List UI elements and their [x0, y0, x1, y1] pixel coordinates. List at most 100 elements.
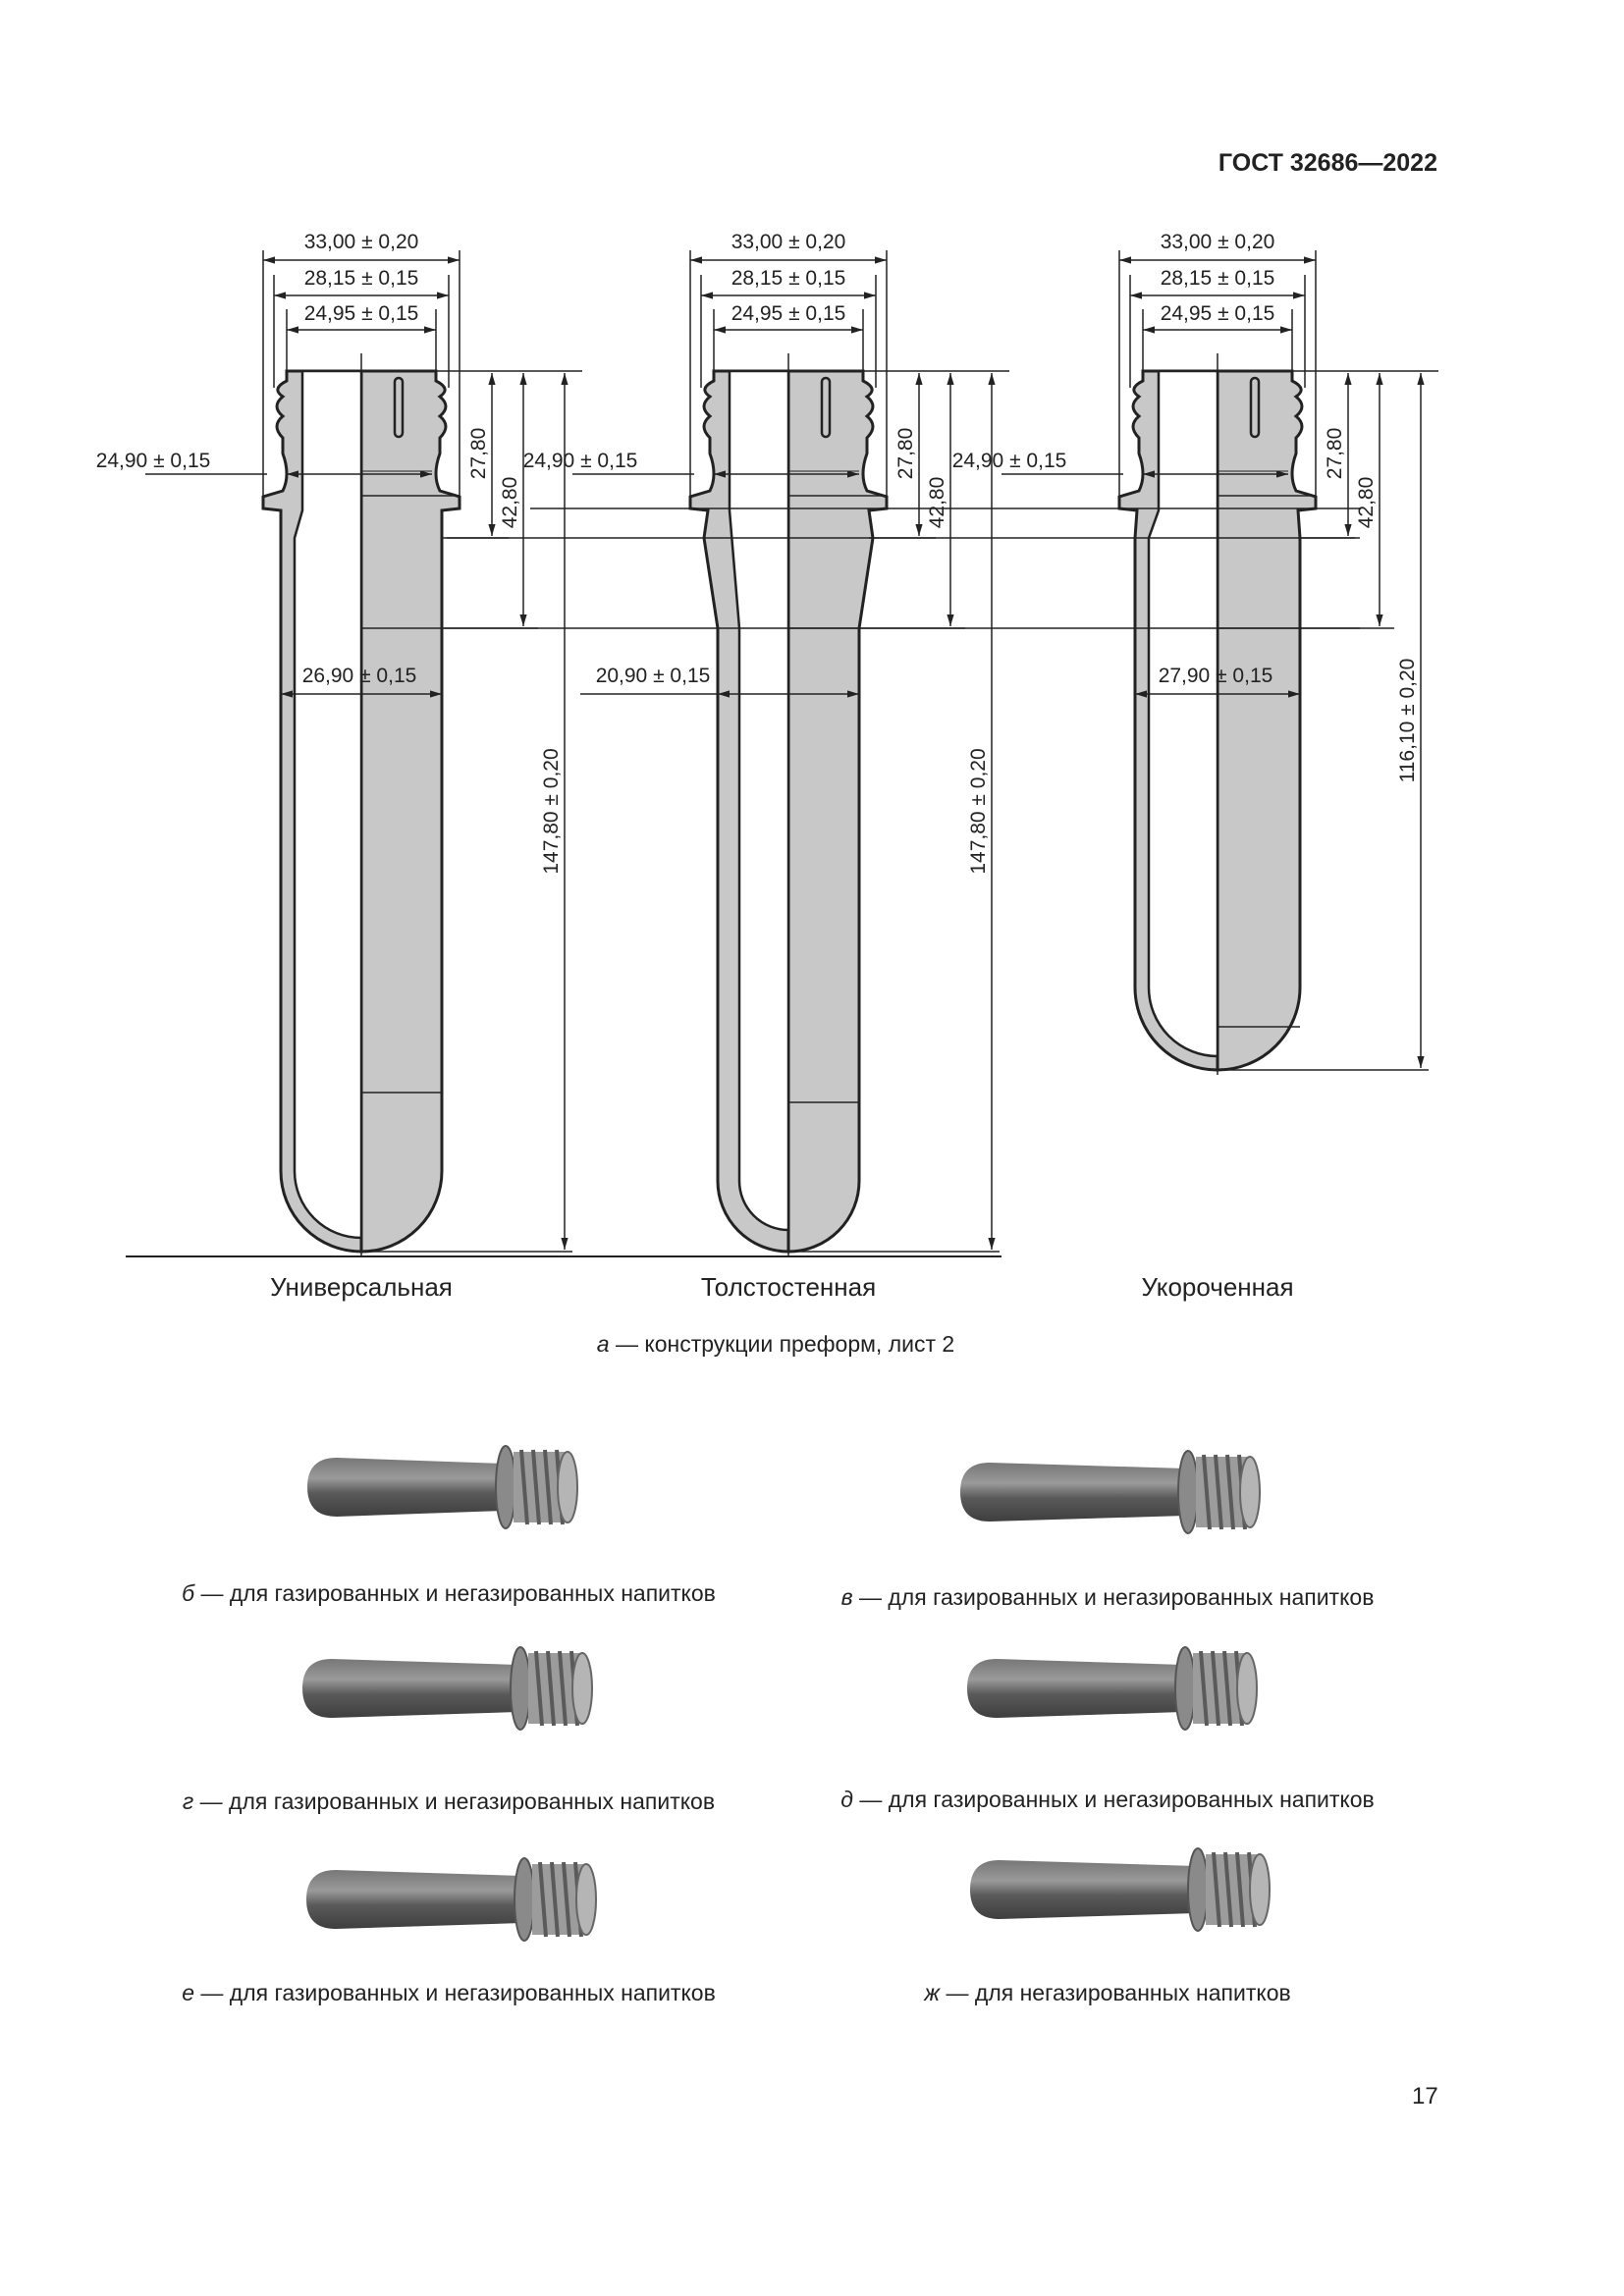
dim-body-label: 27,90 ± 0,15 [1159, 665, 1273, 687]
dim-neck-label: 24,90 ± 0,15 [952, 450, 1067, 472]
dim-total-label: 147,80 ± 0,20 [540, 748, 563, 874]
opening-photo [571, 1652, 593, 1725]
caption-letter: ж [924, 1980, 941, 2005]
preform-body-photo [960, 1463, 1186, 1522]
caption-letter: а [596, 1331, 610, 1357]
page-number: 17 [1412, 2083, 1438, 2109]
preform-0 [261, 369, 461, 1254]
support-ring-photo [1174, 1646, 1196, 1731]
caption-text: — для газированных и негазированных напи… [852, 1584, 1375, 1610]
thread-photo [1202, 1454, 1212, 1530]
support-ring-photo [1187, 1847, 1209, 1932]
preform-label-universal: Универсальная [270, 1272, 453, 1302]
photo-d [967, 1646, 1258, 1731]
thread-photo [558, 1650, 568, 1727]
preform-body-photo [307, 1458, 504, 1517]
dim-h2-label: 42,80 [1355, 477, 1378, 529]
thread-photo [1223, 1851, 1233, 1928]
preform-label-thick: Толстостенная [700, 1272, 877, 1302]
caption-text: — для газированных и негазированных напи… [193, 1789, 716, 1814]
support-ring-photo [514, 1857, 535, 1942]
thread-photo [538, 1861, 548, 1938]
thread-vent-slot [820, 376, 832, 439]
dim-h1-label: 27,80 [467, 428, 490, 480]
preform-body-photo [306, 1870, 522, 1929]
preform-2 [1117, 369, 1318, 1072]
preform-outside-view [1216, 369, 1318, 1072]
preform-outside-view [786, 369, 889, 1254]
opening-photo [1249, 1853, 1271, 1926]
caption-letter: г [182, 1789, 194, 1814]
preform-cavity [1147, 369, 1219, 1058]
dim-h1-label: 27,80 [894, 428, 917, 480]
thread-photo [1199, 1650, 1209, 1727]
photo-g [302, 1646, 593, 1731]
dim-thread-label: 28,15 ± 0,15 [1161, 267, 1275, 290]
caption-letter: б [182, 1580, 195, 1606]
opening-photo [1236, 1652, 1258, 1725]
support-ring-photo [510, 1646, 531, 1731]
dim-ring-label: 33,00 ± 0,20 [1161, 231, 1275, 253]
photo-caption-v: в — для газированных и негазированных на… [841, 1584, 1375, 1611]
document-header: ГОСТ 32686—2022 [1218, 149, 1437, 177]
caption-text: — для газированных и негазированных напи… [852, 1787, 1375, 1812]
caption-letter: е [182, 1980, 194, 2005]
dim-h2-label: 42,80 [499, 477, 521, 529]
photo-caption-d: д — для газированных и негазированных на… [840, 1787, 1375, 1813]
dim-h1-label: 27,80 [1324, 428, 1346, 480]
preform-1 [688, 369, 889, 1254]
support-ring-photo [1177, 1450, 1199, 1534]
dim-ring-label: 33,00 ± 0,20 [304, 231, 419, 253]
dim-top-label: 24,95 ± 0,15 [304, 302, 419, 325]
photo-caption-e: е — для газированных и негазированных на… [182, 1980, 716, 2006]
caption-text: — для негазированных напитков [940, 1980, 1291, 2005]
photo-b [307, 1445, 578, 1529]
support-ring-photo [495, 1445, 516, 1529]
opening-photo [557, 1451, 578, 1523]
dim-body-label: 20,90 ± 0,15 [596, 665, 711, 687]
caption-text: — конструкции преформ, лист 2 [609, 1331, 955, 1357]
thread-photo [1225, 1454, 1235, 1530]
preform-cavity [293, 369, 363, 1240]
caption-text: — для газированных и негазированных напи… [194, 1980, 716, 2005]
dim-top-label: 24,95 ± 0,15 [1161, 302, 1275, 325]
thread-photo [1212, 1851, 1221, 1928]
thread-photo [1235, 1851, 1245, 1928]
thread-photo [550, 1861, 560, 1938]
preform-body-photo [302, 1659, 518, 1718]
photo-v [960, 1450, 1261, 1534]
dim-total-label: 147,80 ± 0,20 [967, 748, 990, 874]
dim-top-label: 24,95 ± 0,15 [731, 302, 846, 325]
thread-photo [531, 1449, 541, 1525]
preform-cavity [728, 369, 790, 1232]
dim-neck-label: 24,90 ± 0,15 [523, 450, 638, 472]
photo-zh [970, 1847, 1271, 1932]
photo-caption-b: б — для газированных и негазированных на… [182, 1580, 716, 1607]
thread-photo [546, 1650, 556, 1727]
thread-photo [519, 1449, 529, 1525]
dim-ring-label: 33,00 ± 0,20 [731, 231, 846, 253]
dim-thread-label: 28,15 ± 0,15 [731, 267, 846, 290]
caption-letter: д [840, 1787, 853, 1812]
thread-photo [1211, 1650, 1220, 1727]
dim-body-label: 26,90 ± 0,15 [302, 665, 417, 687]
photo-e [306, 1857, 597, 1942]
preform-outside-view [359, 369, 461, 1254]
dim-neck-label: 24,90 ± 0,15 [96, 450, 211, 472]
caption-text: — для газированных и негазированных напи… [194, 1580, 716, 1606]
photo-caption-zh: ж — для негазированных напитков [924, 1980, 1290, 2006]
dim-h2-label: 42,80 [926, 477, 948, 529]
thread-photo [543, 1449, 553, 1525]
thread-vent-slot [393, 376, 405, 439]
caption-letter: в [840, 1584, 853, 1610]
dim-thread-label: 28,15 ± 0,15 [304, 267, 419, 290]
preform-label-short: Укороченная [1141, 1272, 1294, 1302]
photo-caption-g: г — для газированных и негазированных на… [183, 1789, 715, 1815]
preform-body-photo [967, 1659, 1183, 1718]
dim-total-label: 116,10 ± 0,20 [1396, 659, 1419, 783]
thread-photo [534, 1650, 544, 1727]
thread-photo [1222, 1650, 1232, 1727]
thread-vent-slot [1249, 376, 1261, 439]
thread-photo [562, 1861, 571, 1938]
